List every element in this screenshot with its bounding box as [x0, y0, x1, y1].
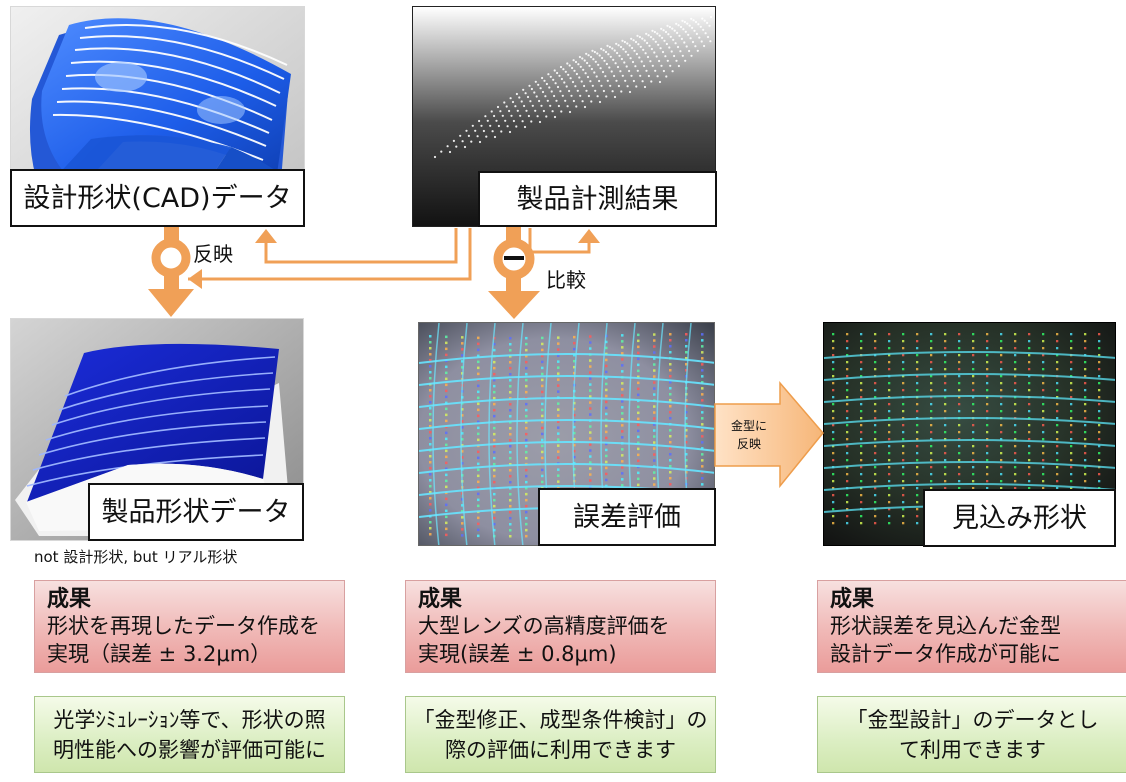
compare-label: 比較: [546, 268, 586, 292]
mold-reflect-label: 金型に 反映: [731, 417, 767, 453]
reflect-label: 反映: [193, 242, 233, 266]
reflect-node: [151, 238, 191, 278]
compare-arrow-head: [488, 291, 540, 319]
mold-reflect-label-line-2: 反映: [736, 437, 761, 451]
result-title-2: 成果: [418, 587, 463, 612]
cad-feedback-arrowhead: [255, 229, 277, 243]
expected-shape-label: 見込み形状: [923, 489, 1116, 547]
result-title-1: 成果: [47, 587, 92, 612]
cad-label: 設計形状(CAD)データ: [10, 169, 305, 227]
minus-icon: [504, 256, 524, 260]
use-box-2: 「金型修正、成型条件検討」の 際の評価に利用できます: [405, 696, 716, 773]
reflect-arrow-head: [148, 289, 194, 317]
mold-reflect-label-line-1: 金型に: [731, 419, 768, 433]
product-shape-label: 製品形状データ: [88, 483, 304, 541]
result-text-2: 大型レンズの高精度評価を 実現(誤差 ± 0.8μm): [418, 614, 670, 666]
result-box-3: 成果 形状誤差を見込んだ金型 設計データ作成が可能に: [817, 580, 1126, 673]
error-evaluation-label: 誤差評価: [538, 488, 716, 546]
result-title-3: 成果: [830, 587, 875, 612]
result-box-2: 成果 大型レンズの高精度評価を 実現(誤差 ± 0.8μm): [405, 580, 716, 673]
result-text-3: 形状誤差を見込んだ金型 設計データ作成が可能に: [830, 614, 1061, 666]
use-box-3: 「金型設計」のデータとし て利用できます: [817, 696, 1126, 773]
reflect-side-arrowhead: [188, 269, 202, 289]
use-box-1: 光学ｼﾐｭﾚｰｼｮﾝ等で、形状の照 明性能への影響が評価可能に: [34, 696, 345, 773]
result-box-1: 成果 形状を再現したデータ作成を 実現（誤差 ± 3.2μm）: [34, 580, 345, 673]
compare-arrow-bottom-segment: [506, 274, 521, 291]
real-shape-note: not 設計形状, but リアル形状: [34, 548, 238, 566]
feedback-lines: [188, 228, 591, 281]
result-text-1: 形状を再現したデータ作成を 実現（誤差 ± 3.2μm）: [47, 614, 320, 666]
measurement-feedback-arrowhead: [578, 229, 600, 243]
reflect-arrow-bottom-segment: [164, 272, 179, 289]
mold-reflect-arrow: [714, 380, 824, 489]
measurement-label: 製品計測結果: [478, 171, 717, 227]
